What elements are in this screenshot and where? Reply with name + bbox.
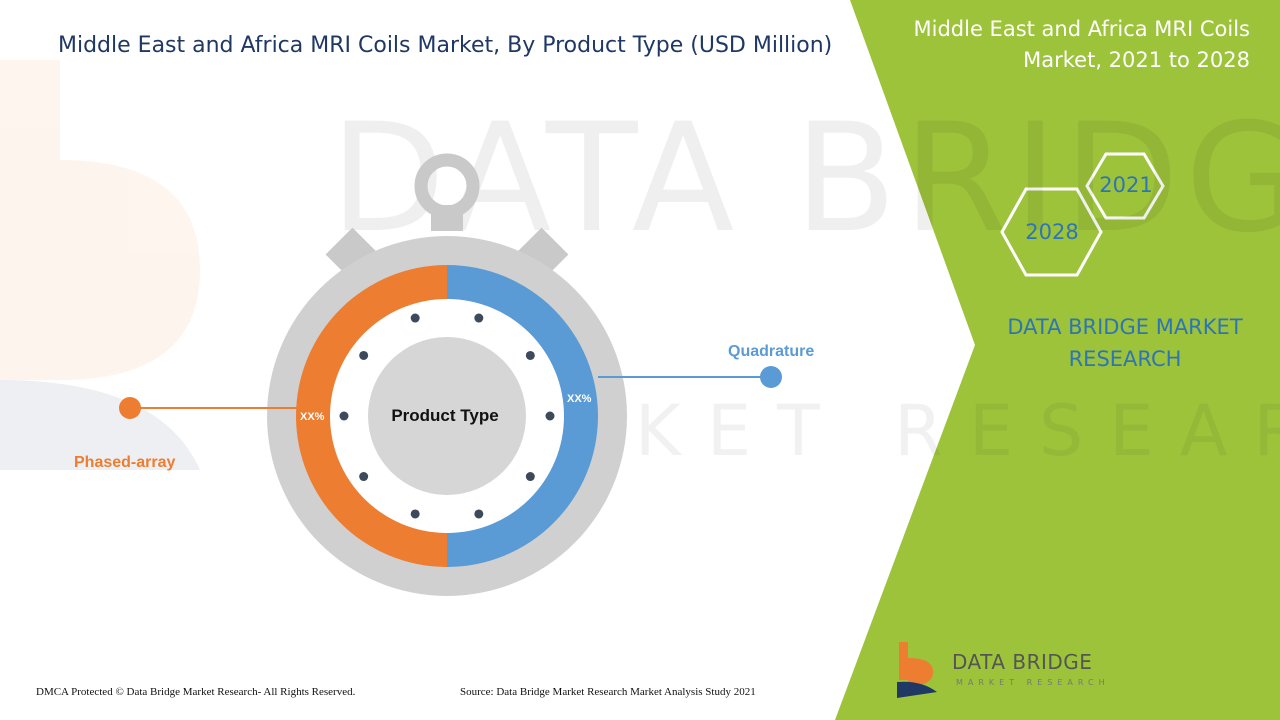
logo-name: DATA BRIDGE [952,650,1093,674]
face-tick-dot [359,350,369,360]
watermark-text: DATA BRIDGE [330,92,1280,266]
face-tick-dot [410,313,420,323]
watermark-logo [0,60,200,470]
slice-phased-array [296,265,447,567]
face-tick-dot [410,509,420,519]
logo-icon [897,642,937,698]
brand-text: DATA BRIDGE MARKET RESEARCH [1007,315,1243,371]
stopwatch-stem [431,205,463,231]
face-tick-dot [545,411,555,421]
logo-subtitle: MARKET RESEARCH [956,678,1110,687]
face-tick-dot [525,472,535,482]
face-tick-dot [359,472,369,482]
stopwatch-crown [414,153,480,219]
chart-title: Middle East and Africa MRI Coils Market,… [58,33,833,58]
side-title: Middle East and Africa MRI Coils Market,… [913,17,1250,72]
year-start-label: 2021 [1099,173,1153,197]
footer-source: Source: Data Bridge Market Research Mark… [460,686,756,698]
hexagon-2021 [1085,152,1165,220]
green-panel [835,0,1280,720]
slice-quadrature [447,265,598,567]
category-label-phased-array: Phased-array [74,454,176,471]
year-end-label: 2028 [1025,220,1079,244]
hexagon-2028 [1000,187,1103,277]
center-circle [368,337,526,495]
face-tick-dot [339,411,349,421]
category-label-quadrature: Quadrature [728,343,815,360]
center-label: Product Type [391,406,499,425]
slice-label-phased-array: XX% [300,411,325,423]
quadrature-marker [760,366,782,388]
face-tick-dot [474,509,484,519]
phased-array-marker [119,397,141,419]
footer-copyright: DMCA Protected © Data Bridge Market Rese… [36,686,356,698]
slice-label-quadrature: XX% [567,393,592,405]
face-tick-dot [474,313,484,323]
face-tick-dot [525,350,535,360]
